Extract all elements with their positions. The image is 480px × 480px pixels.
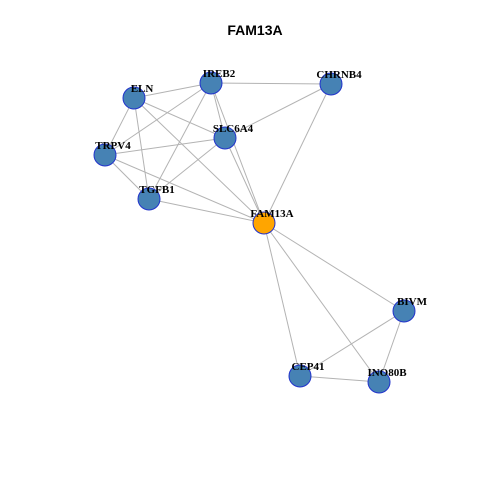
node-cep41 bbox=[288, 364, 312, 388]
node-label-tgfb1: TGFB1 bbox=[139, 184, 174, 196]
edge-tgfb1-fam13a bbox=[148, 198, 265, 224]
node-ino80b bbox=[367, 370, 391, 394]
node-label-eln: ELN bbox=[131, 83, 154, 95]
graph-title: FAM13A bbox=[227, 22, 282, 38]
edge-slc6a4-fam13a bbox=[224, 137, 265, 224]
node-label-ireb2: IREB2 bbox=[203, 68, 236, 80]
edge-ireb2-trpv4 bbox=[104, 82, 212, 156]
node-ireb2 bbox=[199, 71, 223, 95]
edge-ireb2-chrnb4 bbox=[210, 82, 332, 85]
node-label-chrnb4: CHRNB4 bbox=[316, 69, 362, 81]
edge-eln-ireb2 bbox=[133, 82, 212, 99]
node-tgfb1 bbox=[137, 187, 161, 211]
node-label-cep41: CEP41 bbox=[292, 361, 325, 373]
node-bivm bbox=[392, 299, 416, 323]
edge-slc6a4-trpv4 bbox=[104, 137, 226, 156]
node-fam13a bbox=[252, 211, 276, 235]
edge-slc6a4-tgfb1 bbox=[148, 137, 226, 200]
node-trpv4 bbox=[93, 143, 117, 167]
node-label-bivm: BIVM bbox=[397, 296, 428, 308]
node-eln bbox=[122, 86, 146, 110]
edge-fam13a-ino80b bbox=[263, 222, 380, 383]
edge-bivm-ino80b bbox=[378, 310, 405, 383]
node-label-slc6a4: SLC6A4 bbox=[213, 123, 254, 135]
edge-eln-slc6a4 bbox=[133, 97, 226, 139]
node-label-fam13a: FAM13A bbox=[250, 208, 293, 220]
edge-fam13a-bivm bbox=[263, 222, 405, 312]
edge-bivm-cep41 bbox=[299, 310, 405, 377]
edge-fam13a-cep41 bbox=[263, 222, 301, 377]
edge-eln-tgfb1 bbox=[133, 97, 150, 200]
node-label-trpv4: TRPV4 bbox=[95, 140, 131, 152]
edge-chrnb4-fam13a bbox=[263, 83, 332, 224]
edge-chrnb4-slc6a4 bbox=[224, 83, 332, 139]
edge-cep41-ino80b bbox=[299, 375, 380, 383]
node-slc6a4 bbox=[213, 126, 237, 150]
node-layer bbox=[93, 71, 416, 394]
edge-eln-fam13a bbox=[133, 97, 265, 224]
edge-layer bbox=[104, 82, 405, 383]
node-chrnb4 bbox=[319, 72, 343, 96]
edge-ireb2-fam13a bbox=[210, 82, 265, 224]
edge-trpv4-fam13a bbox=[104, 154, 265, 224]
edge-ireb2-tgfb1 bbox=[148, 82, 212, 200]
node-label-ino80b: INO80B bbox=[367, 367, 407, 379]
